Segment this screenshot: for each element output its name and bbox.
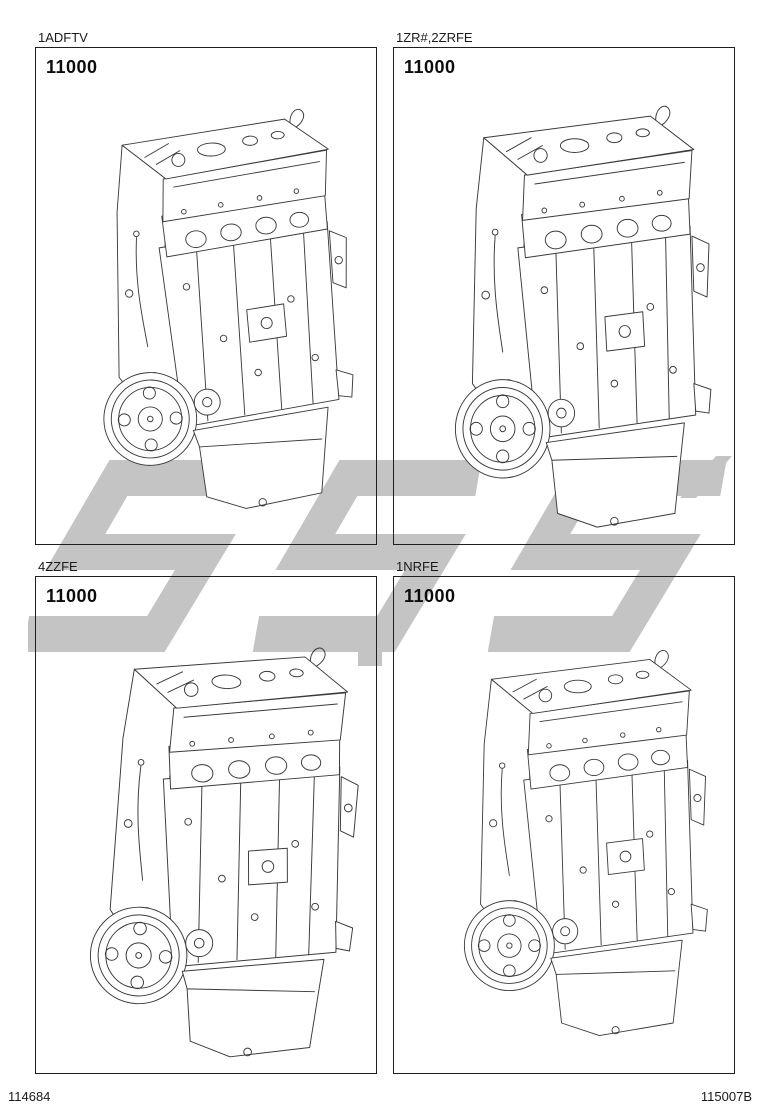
part-number-callout[interactable]: 11000 <box>46 57 98 77</box>
diagram-box: 11000 <box>35 47 377 545</box>
engine-illustration <box>92 107 358 514</box>
engine-code-label: 1NRFE <box>396 559 439 574</box>
engine-illustration <box>84 636 359 1061</box>
diagram-box: 11000 <box>35 576 377 1074</box>
diagram-panel-1zr-2zrfe: 1ZR#,2ZRFE 11000 <box>393 30 735 545</box>
diagram-panel-1nrfe: 1NRFE 11000 <box>393 559 735 1074</box>
figure-number: 114684 <box>8 1089 51 1104</box>
page-code: 115007B <box>700 1089 752 1104</box>
part-number-callout[interactable]: 11000 <box>46 586 98 606</box>
engine-code-label: 1ZR#,2ZRFE <box>396 30 473 45</box>
engine-code-label: 4ZZFE <box>38 559 78 574</box>
diagram-panel-4zzfe: 4ZZFE 11000 <box>35 559 377 1074</box>
diagram-box: 11000 <box>393 47 735 545</box>
diagram-panel-1adftv: 1ADFTV 11000 <box>35 30 377 545</box>
diagram-box: 11000 <box>393 576 735 1074</box>
part-number-callout[interactable]: 11000 <box>404 57 456 77</box>
part-number-callout[interactable]: 11000 <box>404 586 456 606</box>
engine-illustration <box>463 649 708 1037</box>
engine-illustration <box>454 105 712 528</box>
engine-code-label: 1ADFTV <box>38 30 88 45</box>
